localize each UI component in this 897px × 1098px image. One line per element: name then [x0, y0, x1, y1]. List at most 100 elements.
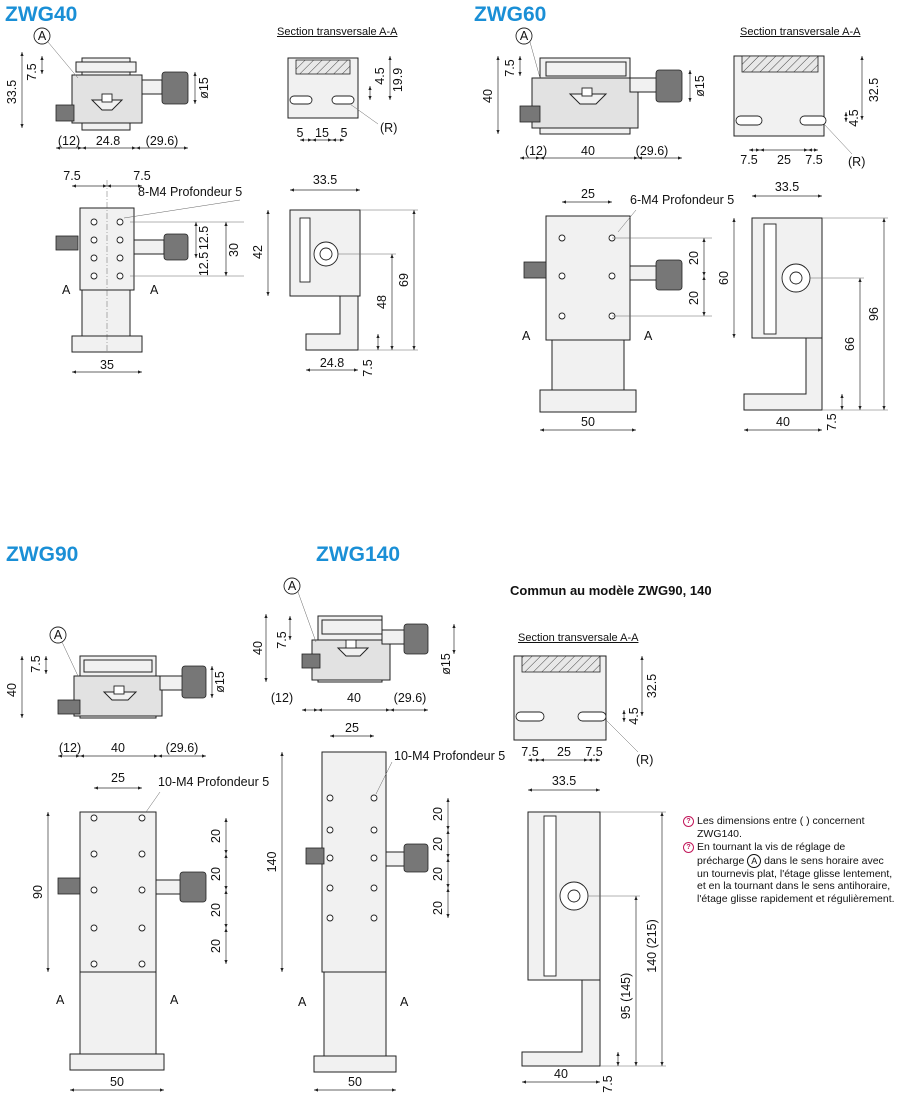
dim-zwg40-side-h1: 42 — [251, 245, 265, 259]
dim-zwg40-side-h3: 48 — [375, 295, 389, 309]
common-label: Commun au modèle ZWG90, 140 — [510, 583, 712, 598]
dim-zwg40-sec-d: 15 — [315, 126, 329, 140]
marker-zwg60-a: A — [520, 29, 529, 43]
dim-zwg140-offset: 7.5 — [275, 631, 289, 648]
marker-zwg60-r: (R) — [848, 155, 865, 169]
dim-common-sec-c: 25 — [557, 745, 571, 759]
dim-zwg60-side-h1: 60 — [717, 271, 731, 285]
note-2: ? En tournant la vis de réglage de préch… — [683, 841, 895, 905]
dim-zwg60-p2: 20 — [687, 291, 701, 305]
title-zwg140: ZWG140 — [316, 543, 401, 566]
dim-zwg60-dia: ø15 — [693, 75, 707, 97]
dim-zwg140-p4: 20 — [431, 901, 445, 915]
dim-common-sec-h: 32.5 — [645, 674, 659, 698]
dim-zwg90-mid: 40 — [111, 741, 125, 755]
dim-zwg60-sec-b: 7.5 — [740, 153, 757, 167]
note-1: ? Les dimensions entre ( ) concernent ZW… — [683, 815, 895, 840]
dim-common-side-h1: 140 (215) — [645, 919, 659, 973]
zwg90-front-view — [57, 655, 207, 719]
thread-zwg60: 6-M4 Profondeur 5 — [630, 193, 734, 207]
dim-zwg140-base: 50 — [348, 1075, 362, 1089]
note-1-text: Les dimensions entre ( ) concernent ZWG1… — [697, 815, 865, 840]
zwg140-front-dims: 40 7.5 A ø15 (12) 40 (29.6) — [251, 577, 456, 712]
marker-zwg40-a-left: A — [62, 283, 71, 297]
marker-zwg90-a: A — [54, 628, 63, 642]
dim-zwg40-top-b: 7.5 — [133, 169, 150, 183]
marker-zwg90-a-left: A — [56, 993, 65, 1007]
zwg40-front-view — [55, 57, 189, 131]
dim-common-sec-b: 7.5 — [521, 745, 538, 759]
dim-zwg90-plate: 90 — [31, 885, 45, 899]
dim-zwg140-height: 40 — [251, 641, 265, 655]
dim-zwg90-p2: 20 — [209, 867, 223, 881]
dim-zwg140-top-w: 25 — [345, 721, 359, 735]
dim-zwg140-p1: 20 — [431, 807, 445, 821]
dim-zwg40-sec-a: 4.5 — [373, 67, 387, 84]
marker-zwg90-a-right: A — [170, 993, 179, 1007]
zwg60-front-dims: 40 7.5 A ø15 (12) 40 (29.6) — [481, 27, 707, 160]
section-label-common: Section transversale A-A — [518, 632, 639, 644]
dim-zwg40-base: 35 — [100, 358, 114, 372]
dim-zwg60-side-w: 33.5 — [775, 180, 799, 194]
note-2-text-b: dans le sens horaire avec un tournevis p… — [697, 854, 895, 905]
note-icon: ? — [683, 816, 694, 827]
dim-zwg90-height: 40 — [5, 683, 19, 697]
dim-common-side-w: 33.5 — [552, 774, 576, 788]
common-side-view: 33.5 140 (215) 95 (145) 40 7.5 — [521, 774, 666, 1093]
dim-zwg60-offset: 7.5 — [503, 59, 517, 76]
dim-zwg140-left: (12) — [271, 691, 293, 705]
marker-zwg40-a: A — [38, 29, 47, 43]
dim-zwg60-side-base: 40 — [776, 415, 790, 429]
dim-zwg140-p3: 20 — [431, 867, 445, 881]
note-2-text-a: En tournant la vis de réglage de préchar… — [697, 841, 846, 867]
zwg90-top-view: 25 10-M4 Profondeur 5 90 20 20 20 20 A A… — [31, 771, 269, 1092]
zwg40-top-view: 7.5 7.5 8-M4 Profondeur 5 12.5 12.5 30 A… — [55, 169, 244, 374]
dim-zwg90-p4: 20 — [209, 939, 223, 953]
dim-zwg40-side-base: 24.8 — [320, 356, 344, 370]
dim-zwg60-right: (29.6) — [636, 144, 669, 158]
dim-zwg90-offset: 7.5 — [29, 655, 43, 672]
zwg60-side-view: 33.5 60 96 66 40 7.5 — [717, 180, 888, 432]
marker-zwg140-a-left: A — [298, 995, 307, 1009]
note-icon: ? — [683, 842, 694, 853]
dim-zwg40-offset: 7.5 — [25, 63, 39, 80]
dim-zwg90-base: 50 — [110, 1075, 124, 1089]
dim-common-sec-a: 4.5 — [627, 707, 641, 724]
dim-zwg140-p2: 20 — [431, 837, 445, 851]
marker-zwg60-a-left: A — [522, 329, 531, 343]
dim-zwg40-p2: 12.5 — [197, 252, 211, 276]
zwg90-front-dims: 40 7.5 A ø15 (12) 40 (29.6) — [5, 626, 227, 758]
marker-zwg40-a-right: A — [150, 283, 159, 297]
dim-zwg60-left: (12) — [525, 144, 547, 158]
dim-zwg60-mid: 40 — [581, 144, 595, 158]
marker-zwg140-a: A — [288, 579, 297, 593]
marker-zwg140-a-right: A — [400, 995, 409, 1009]
dim-zwg40-sec-e: 5 — [341, 126, 348, 140]
zwg60-top-view: 25 6-M4 Profondeur 5 20 20 A A 50 — [522, 187, 734, 432]
title-zwg40: ZWG40 — [5, 3, 78, 26]
dim-zwg60-sec-d: 7.5 — [805, 153, 822, 167]
thread-zwg140: 10-M4 Profondeur 5 — [394, 749, 505, 763]
dim-common-side-t: 7.5 — [601, 1075, 615, 1092]
dim-zwg60-p1: 20 — [687, 251, 701, 265]
dim-zwg40-right: (29.6) — [146, 134, 179, 148]
section-label-zwg40: Section transversale A-A — [277, 26, 398, 38]
zwg60-front-view — [519, 57, 683, 135]
title-zwg60: ZWG60 — [474, 3, 547, 26]
zwg140-front-view — [301, 615, 429, 683]
dim-zwg40-height: 33.5 — [5, 80, 19, 104]
marker-common-r: (R) — [636, 753, 653, 767]
dim-zwg40-dia: ø15 — [197, 77, 211, 99]
dim-zwg40-p4: 30 — [227, 243, 241, 257]
zwg60-section-view: 7.5 25 7.5 32.5 4.5 (R) — [733, 55, 881, 169]
dim-zwg60-top-w: 25 — [581, 187, 595, 201]
dim-zwg40-top-a: 7.5 — [63, 169, 80, 183]
dim-zwg90-dia: ø15 — [213, 671, 227, 693]
dim-zwg40-p1: 12.5 — [197, 226, 211, 250]
zwg40-front-dims: 33.5 7.5 A ø15 (12) 24.8 (29.6) — [5, 27, 211, 150]
dim-zwg90-top-w: 25 — [111, 771, 125, 785]
dim-zwg90-p3: 20 — [209, 903, 223, 917]
marker-zwg60-a-right: A — [644, 329, 653, 343]
dim-zwg40-sec-b: 19.9 — [391, 68, 405, 92]
